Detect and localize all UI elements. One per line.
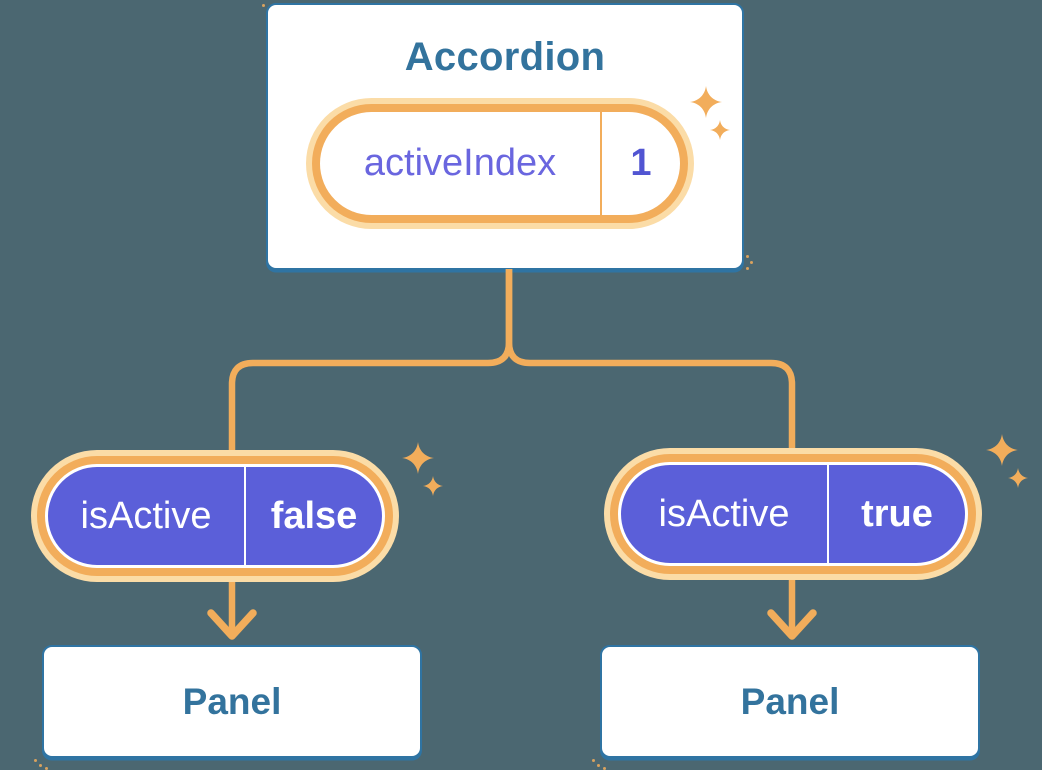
panel-label: Panel	[182, 680, 282, 722]
pill-divider	[244, 467, 246, 565]
prop-pill-label: isActive	[80, 494, 212, 537]
connector-branch-right	[505, 269, 796, 632]
state-pill-value: 1	[630, 142, 652, 184]
panel-box-left: Panel	[42, 645, 422, 758]
state-pill-activeindex: activeIndex 1	[320, 112, 680, 215]
dust-dot	[262, 4, 265, 7]
dust-dot	[45, 767, 48, 770]
sparkle-icon	[423, 476, 443, 496]
arrow-down-icon-right	[767, 609, 817, 640]
sparkle-icon	[690, 86, 722, 118]
panel-label: Panel	[740, 680, 840, 722]
dust-dot	[603, 767, 606, 770]
dust-dot	[592, 759, 595, 762]
prop-pill-isactive-right: isActive true	[618, 462, 968, 566]
accordion-title: Accordion	[404, 35, 606, 79]
prop-pill-value: false	[270, 494, 358, 537]
state-pill-label: activeIndex	[363, 142, 557, 184]
prop-pill-value: true	[861, 492, 933, 535]
sparkle-icon	[402, 442, 434, 474]
dust-dot	[750, 261, 753, 264]
panel-box-right: Panel	[600, 645, 980, 758]
connector-branch-left	[228, 269, 513, 632]
prop-pill-isactive-left: isActive false	[45, 464, 385, 568]
dust-dot	[34, 759, 37, 762]
dust-dot	[746, 255, 749, 258]
prop-pill-label: isActive	[658, 492, 790, 535]
pill-divider	[827, 465, 829, 563]
sparkle-icon	[986, 434, 1018, 466]
sparkle-icon	[710, 120, 730, 140]
dust-dot	[746, 267, 749, 270]
dust-dot	[39, 764, 42, 767]
sparkle-icon	[1008, 468, 1028, 488]
pill-divider	[600, 112, 602, 215]
arrow-down-icon-left	[207, 609, 257, 640]
dust-dot	[597, 764, 600, 767]
